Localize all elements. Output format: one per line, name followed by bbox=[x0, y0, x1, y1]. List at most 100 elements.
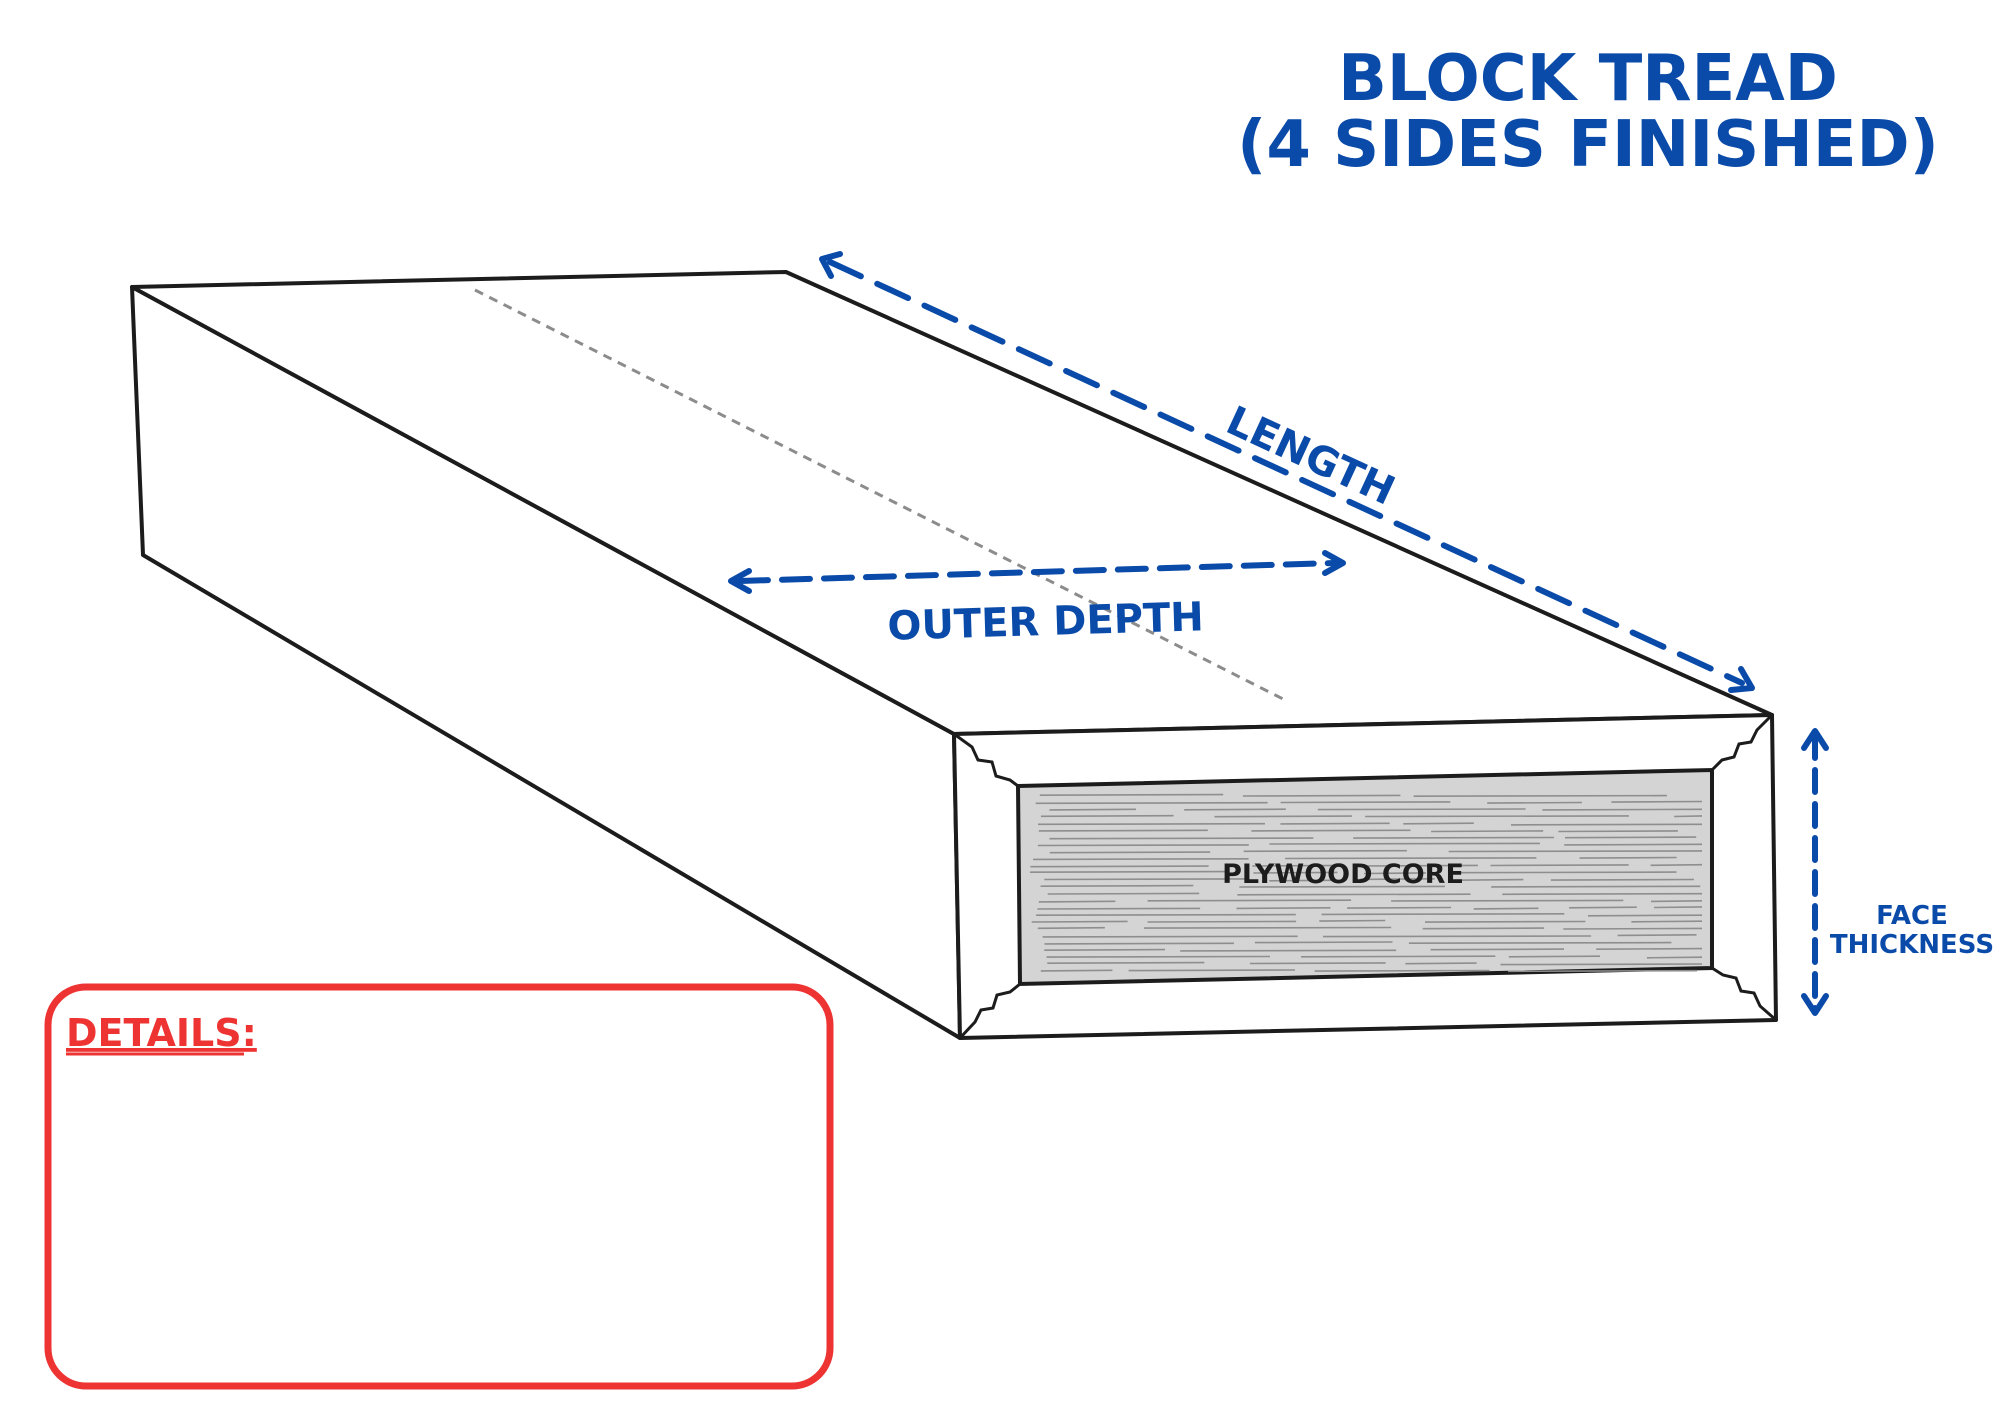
grain-stroke bbox=[1049, 808, 1137, 811]
grain-stroke bbox=[1037, 844, 1249, 847]
grain-stroke bbox=[1253, 871, 1338, 874]
grain-stroke bbox=[1558, 830, 1678, 833]
grain-stroke bbox=[1391, 899, 1624, 902]
grain-stroke bbox=[1654, 906, 1703, 909]
grain-stroke bbox=[1047, 961, 1205, 965]
grain-stroke bbox=[1252, 864, 1345, 867]
face-thickness-arrow-top bbox=[1801, 728, 1829, 751]
grain-stroke bbox=[1365, 815, 1629, 818]
title-line-1: BLOCK TREAD bbox=[1338, 42, 1838, 116]
grain-stroke bbox=[1046, 955, 1271, 958]
grain-stroke bbox=[1031, 920, 1128, 923]
grain-stroke bbox=[1269, 879, 1347, 882]
grain-stroke bbox=[1403, 822, 1474, 825]
grain-stroke bbox=[1405, 962, 1477, 965]
grain-stroke bbox=[1631, 920, 1703, 923]
grain-stroke bbox=[1674, 815, 1703, 818]
frame-corner-bottom-left bbox=[958, 982, 1021, 1040]
outer-depth-dimension-line bbox=[737, 560, 1337, 584]
frame-corner-top-left bbox=[953, 732, 1019, 788]
grain-stroke bbox=[1473, 907, 1539, 910]
grain-stroke bbox=[1650, 900, 1703, 903]
grain-stroke bbox=[1036, 913, 1296, 917]
grain-stroke bbox=[1321, 912, 1565, 916]
grain-stroke bbox=[1239, 885, 1445, 888]
grain-stroke bbox=[1049, 851, 1211, 854]
grain-stroke bbox=[1448, 850, 1703, 853]
grain-stroke bbox=[1510, 823, 1703, 826]
grain-stroke bbox=[1431, 830, 1544, 833]
grain-stroke bbox=[1356, 864, 1478, 867]
face-thickness-label-line-2: THICKNESS bbox=[1830, 930, 1994, 960]
grain-stroke bbox=[1569, 906, 1637, 909]
grain-stroke bbox=[1491, 885, 1701, 888]
grain-stroke bbox=[1280, 822, 1390, 825]
grain-stroke bbox=[1650, 863, 1703, 867]
grain-stroke bbox=[1564, 843, 1703, 846]
outer-depth-arrow-start bbox=[728, 568, 752, 594]
grain-stroke bbox=[1243, 849, 1407, 853]
grain-stroke bbox=[1507, 969, 1698, 973]
grain-stroke bbox=[1269, 842, 1540, 845]
grain-stroke bbox=[1242, 794, 1401, 797]
length-arrow-start bbox=[819, 251, 843, 279]
grain-stroke bbox=[1143, 926, 1392, 929]
outer-depth-label: OUTER DEPTH bbox=[887, 594, 1205, 649]
plywood-core-grain bbox=[1029, 793, 1703, 973]
grain-stroke bbox=[1430, 948, 1565, 951]
grain-stroke bbox=[1353, 836, 1555, 839]
grain-stroke bbox=[1542, 808, 1703, 811]
grain-stroke bbox=[1453, 871, 1677, 874]
grain-stroke bbox=[1038, 829, 1208, 832]
grain-stroke bbox=[1044, 948, 1166, 952]
grain-stroke bbox=[1563, 927, 1703, 930]
grain-stroke bbox=[1237, 893, 1471, 896]
grain-stroke bbox=[1037, 907, 1201, 910]
grain-stroke bbox=[1254, 941, 1393, 944]
title-line-2: (4 SIDES FINISHED) bbox=[1237, 108, 1939, 182]
grain-stroke bbox=[1038, 900, 1116, 903]
grain-stroke bbox=[1039, 793, 1224, 797]
grain-stroke bbox=[1035, 801, 1268, 805]
grain-stroke bbox=[1030, 865, 1209, 868]
grain-stroke bbox=[1040, 884, 1194, 888]
grain-stroke bbox=[1214, 815, 1352, 818]
grain-stroke bbox=[1047, 892, 1200, 895]
grain-stroke bbox=[1617, 934, 1697, 937]
grain-stroke bbox=[1508, 955, 1601, 958]
grain-stroke bbox=[1347, 906, 1452, 909]
grain-stroke bbox=[1322, 935, 1592, 938]
grain-stroke bbox=[1611, 800, 1703, 803]
grain-stroke bbox=[1044, 878, 1246, 881]
grain-stroke bbox=[1029, 870, 1228, 874]
grain-stroke bbox=[1317, 808, 1526, 811]
grain-stroke bbox=[1490, 864, 1629, 867]
grain-stroke bbox=[1646, 956, 1703, 959]
details-box bbox=[44, 983, 834, 1390]
frame-corner-bottom-right bbox=[1711, 966, 1777, 1022]
top-face-centerline bbox=[474, 288, 1286, 702]
grain-stroke bbox=[1424, 920, 1586, 923]
grain-stroke bbox=[1500, 963, 1703, 966]
face-thickness-label-line-1: FACE bbox=[1876, 901, 1948, 931]
length-arrow-end bbox=[1728, 666, 1755, 693]
grain-stroke bbox=[1033, 857, 1249, 861]
grain-stroke bbox=[1042, 935, 1298, 938]
grain-stroke bbox=[1040, 814, 1174, 818]
frame-corner-top-right bbox=[1710, 713, 1774, 772]
plywood-core-label: PLYWOOD CORE bbox=[1222, 859, 1464, 890]
grain-stroke bbox=[1359, 878, 1435, 881]
grain-stroke bbox=[1251, 829, 1411, 832]
grain-stroke bbox=[1408, 941, 1672, 945]
length-dimension-line bbox=[827, 259, 1745, 686]
grain-stroke bbox=[1285, 857, 1537, 860]
grain-stroke bbox=[1037, 822, 1266, 826]
grain-stroke bbox=[1040, 969, 1113, 972]
grain-stroke bbox=[1037, 926, 1105, 930]
grain-stroke bbox=[1579, 856, 1677, 859]
grain-stroke bbox=[1502, 892, 1703, 896]
grain-stroke bbox=[1363, 872, 1426, 875]
grain-stroke bbox=[1550, 878, 1694, 881]
grain-stroke bbox=[1249, 962, 1386, 965]
grain-stroke bbox=[1587, 914, 1703, 917]
